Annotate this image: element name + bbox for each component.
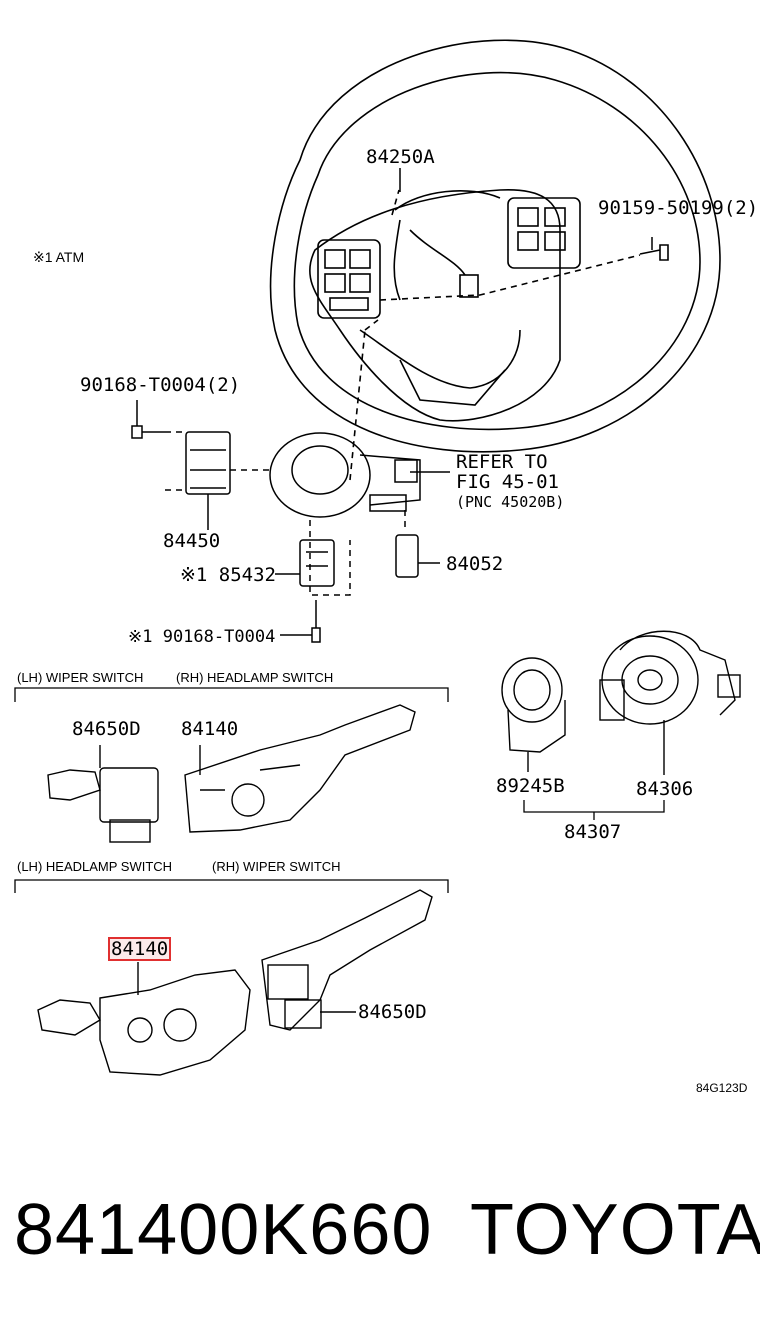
bolt-90168 [280,627,321,643]
steering-wheel-rim [269,39,721,453]
label-84140-highlighted: 84140 [108,937,172,961]
label-84450: 84450 [163,530,221,552]
label-84307: 84307 [564,821,622,843]
right-steering-switch [507,197,581,269]
section-top-lh: (LH) WIPER SWITCH [17,670,144,685]
sensor-89245B [501,657,563,723]
refer-line-1: REFER TO [456,451,548,473]
diagram-drawing [14,39,741,1076]
lh-headlamp-switch-bottom [37,999,101,1036]
wire-harness [393,190,501,301]
section-bottom-lh: (LH) HEADLAMP SWITCH [17,859,173,874]
module-85432 [299,539,335,587]
left-steering-switch [317,239,381,319]
atm-note: ※1 ATM [33,249,85,265]
section-divider-bottom [14,879,449,893]
label-84650D-bottom: 84650D [358,1001,427,1023]
label-84052: 84052 [446,553,504,575]
steering-wheel-hub [309,189,561,422]
steering-wheel-inner-rim [293,71,701,431]
label-84250A: 84250A [366,146,435,168]
label-84140-top: 84140 [181,718,239,740]
part-number: 841400K660 [14,1190,433,1270]
rh-headlamp-switch-top [184,704,416,833]
screw-90168-2 [131,425,165,439]
label-90168-T0004-2: 90168-T0004(2) [80,374,241,396]
label-90159-50199: 90159-50199(2) [598,197,759,219]
figure-code: 84G123D [696,1081,748,1095]
combination-switch-body [269,432,371,518]
parts-diagram: ※1 ATM 84250A 90159-50199(2) 90168-T0004… [14,39,759,1095]
label-89245B: 89245B [496,775,565,797]
section-top-rh: (RH) HEADLAMP SWITCH [176,670,334,685]
refer-line-3: (PNC 45020B) [456,493,565,511]
label-84650D-top: 84650D [72,718,141,740]
screw-90159 [639,244,669,261]
bracket-84450 [185,431,231,495]
label-90168-T0004: ※1 90168-T0004 [128,627,276,647]
label-85432: ※1 85432 [180,564,276,586]
rh-wiper-switch-bottom [261,889,433,1031]
section-bottom-rh: (RH) WIPER SWITCH [212,859,341,874]
sensor-84052 [395,534,419,578]
brand-name: TOYOTA [470,1190,760,1270]
bracket-84307 [523,800,665,820]
section-divider-top [14,687,449,702]
refer-line-2: FIG 45-01 [456,471,559,493]
lh-wiper-switch-top [47,769,101,801]
label-84306: 84306 [636,778,694,800]
